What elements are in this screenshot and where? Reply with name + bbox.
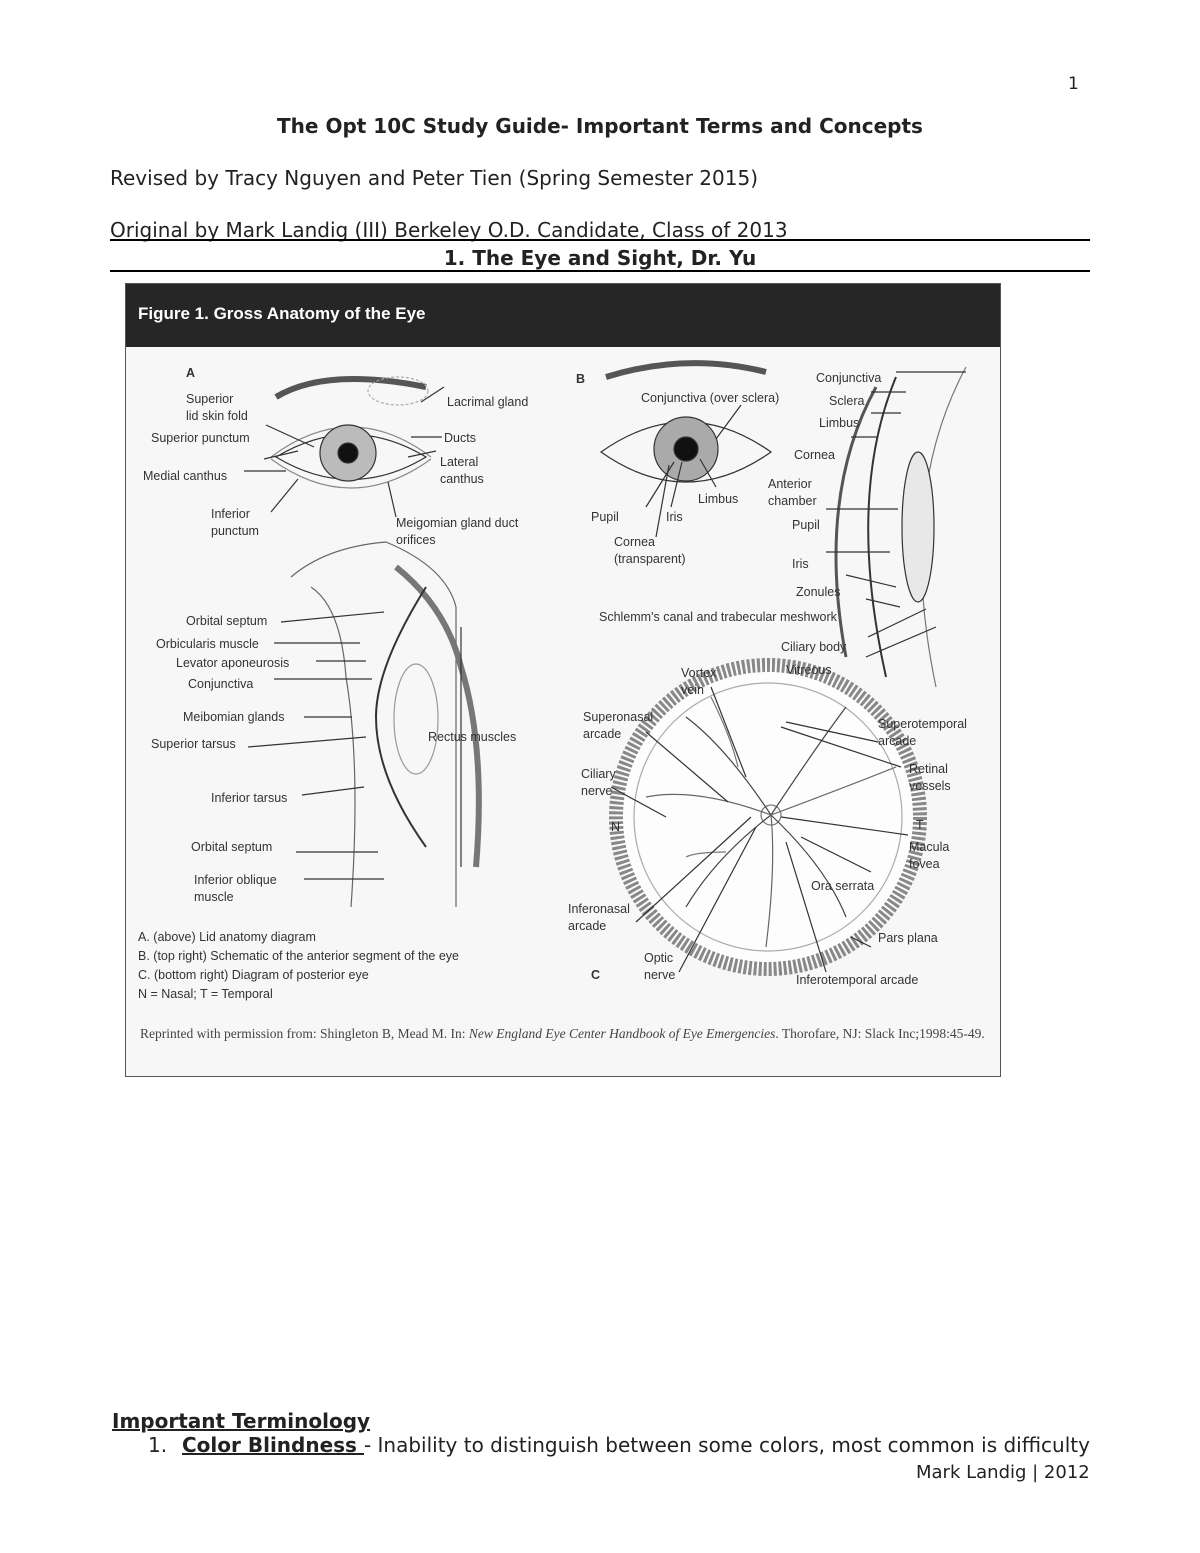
figure-caption-b: B. (top right) Schematic of the anterior… (138, 949, 459, 963)
panel-b-letter: B (576, 372, 586, 386)
label-retinal-vessels: Retinal vessels (909, 762, 951, 793)
divider-rule (110, 270, 1090, 272)
label-sclera: Sclera (829, 394, 865, 408)
figure-caption-a: A. (above) Lid anatomy diagram (138, 930, 316, 944)
panel-a-letter: A (186, 366, 196, 380)
figure-title: Figure 1. Gross Anatomy of the Eye (138, 304, 426, 323)
label-inferotemporal-arcade: Inferotemporal arcade (796, 973, 919, 987)
figure-title-bar: Figure 1. Gross Anatomy of the Eye (126, 284, 1000, 347)
label-conjunctiva-over-sclera: Conjunctiva (over sclera) (641, 391, 780, 405)
label-inferior-tarsus: Inferior tarsus (211, 791, 288, 805)
reprint-prefix: Reprinted with permission from: Shinglet… (140, 1026, 469, 1041)
anatomy-figure: Figure 1. Gross Anatomy of the Eye (125, 283, 1001, 1077)
label-superior-lid-skin-fold: Superior lid skin fold (186, 392, 248, 423)
label-macula-fovea: Macula fovea (909, 840, 950, 871)
label-vortex-vein: Vortex vein (681, 666, 717, 697)
label-orbital-septum-lower: Orbital septum (191, 840, 273, 854)
label-cornea: Cornea (794, 448, 835, 462)
figure-caption-legend: N = Nasal; T = Temporal (138, 987, 273, 1001)
label-nasal: N (611, 820, 621, 834)
label-levator-aponeurosis: Levator aponeurosis (176, 656, 290, 670)
label-superotemporal-arcade: Superotemporal arcade (878, 717, 967, 748)
label-conjunctiva-a: Conjunctiva (188, 677, 254, 691)
label-limbus: Limbus (819, 416, 860, 430)
term-name: Color Blindness (182, 1433, 364, 1457)
label-rectus-muscles: Rectus muscles (428, 730, 517, 744)
label-pupil: Pupil (792, 518, 820, 532)
label-ora-serrata: Ora serrata (811, 879, 875, 893)
label-superonasal-arcade: Superonasal arcade (583, 710, 654, 741)
label-zonules: Zonules (796, 585, 841, 599)
revised-by-line: Revised by Tracy Nguyen and Peter Tien (… (110, 166, 759, 190)
page-footer: Mark Landig | 2012 (916, 1462, 1090, 1483)
label-anterior-chamber: Anterior chamber (768, 477, 817, 508)
reprint-source-title: New England Eye Center Handbook of Eye E… (468, 1026, 776, 1041)
label-iris-front: Iris (666, 510, 683, 524)
term-definition: - Inability to distinguish between some … (363, 1433, 1090, 1457)
label-ciliary-nerve: Ciliary nerve (581, 767, 616, 798)
label-lateral-canthus: Lateral canthus (440, 455, 484, 486)
label-temporal: T (916, 818, 924, 832)
label-orbicularis-muscle: Orbicularis muscle (156, 637, 259, 651)
label-schlemms-canal: Schlemm's canal and trabecular meshwork (599, 610, 837, 624)
label-limbus-front: Limbus (698, 492, 739, 506)
label-inferonasal-arcade: Inferonasal arcade (568, 902, 630, 933)
label-vitreous: Vitreous (786, 663, 832, 677)
label-cornea-front: Cornea (transparent) (614, 535, 686, 566)
reprint-suffix: . Thorofare, NJ: Slack Inc;1998:45-49. (775, 1026, 985, 1041)
label-inferior-punctum: Inferior punctum (211, 507, 259, 538)
label-pars-plana: Pars plana (878, 931, 938, 945)
figure-caption-c: C. (bottom right) Diagram of posterior e… (138, 968, 369, 982)
terminology-heading: Important Terminology (112, 1409, 371, 1433)
label-optic-nerve: Optic nerve (644, 951, 676, 982)
label-pupil-front: Pupil (591, 510, 619, 524)
reprint-credit: Reprinted with permission from: Shinglet… (140, 1025, 990, 1043)
label-iris: Iris (792, 557, 809, 571)
list-item-number: 1. (148, 1433, 168, 1457)
original-author-line: Original by Mark Landig (III) Berkeley O… (110, 218, 788, 242)
section-heading: 1. The Eye and Sight, Dr. Yu (443, 246, 757, 270)
label-meibomian-duct-orifices: Meigomian gland duct orifices (396, 516, 519, 547)
label-superior-punctum: Superior punctum (151, 431, 250, 445)
eye-anatomy-illustration (244, 360, 967, 976)
label-inferior-oblique-muscle: Inferior oblique muscle (194, 873, 277, 904)
label-meibomian-glands: Meibomian glands (183, 710, 285, 724)
label-ducts: Ducts (444, 431, 476, 445)
label-superior-tarsus: Superior tarsus (151, 737, 236, 751)
page-number: 1 (1068, 74, 1079, 94)
divider-rule (110, 239, 1090, 241)
label-lacrimal-gland: Lacrimal gland (447, 395, 529, 409)
list-item: 1. Color Blindness - Inability to disting… (148, 1433, 1090, 1457)
panel-c-letter: C (591, 968, 601, 982)
label-medial-canthus: Medial canthus (143, 469, 228, 483)
label-orbital-septum-upper: Orbital septum (186, 614, 268, 628)
label-conjunctiva-b: Conjunctiva (816, 371, 882, 385)
label-ciliary-body: Ciliary body (781, 640, 847, 654)
document-title: The Opt 10C Study Guide- Important Terms… (277, 114, 923, 138)
